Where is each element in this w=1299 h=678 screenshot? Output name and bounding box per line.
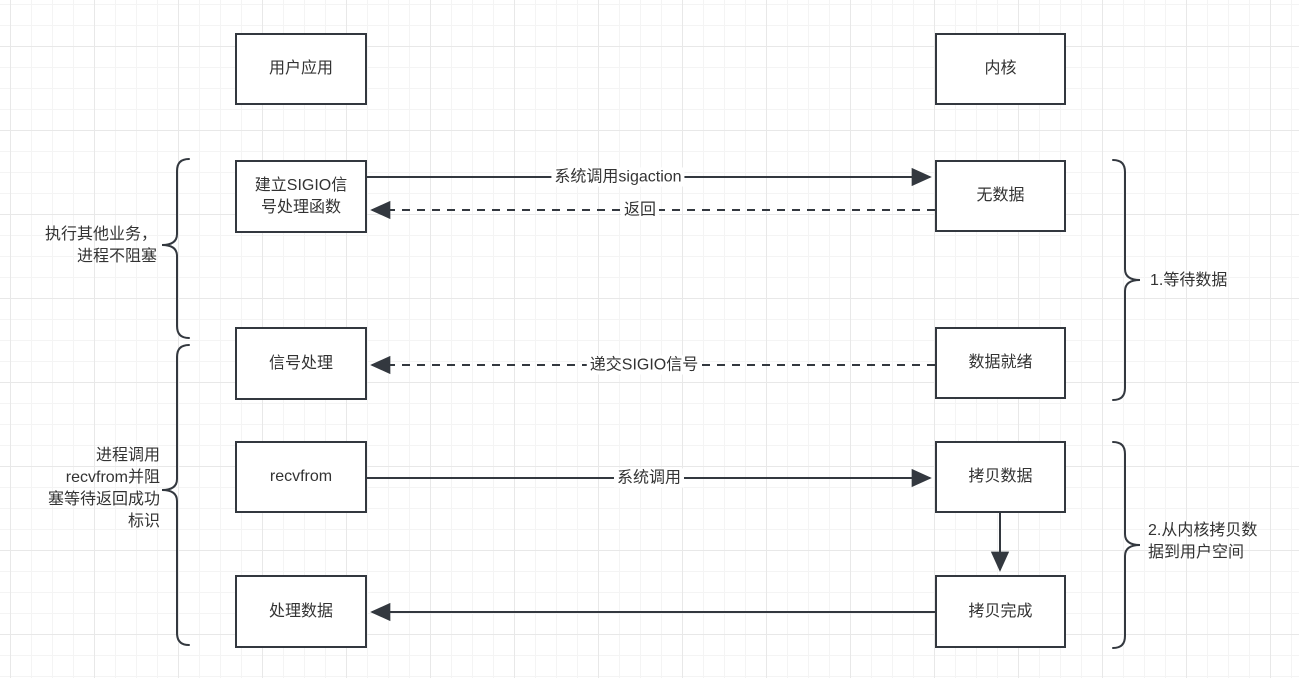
edge-label-return: 返回 <box>620 200 660 220</box>
node-kernel[interactable]: 内核 <box>935 33 1066 105</box>
node-recvfrom[interactable]: recvfrom <box>235 441 367 513</box>
edge-label-deliver-sigio: 递交SIGIO信号 <box>586 355 702 375</box>
brace-right-top <box>1112 159 1141 401</box>
annotation-left-bottom: 进程调用 recvfrom并阻 塞等待返回成功 标识 <box>47 447 160 530</box>
node-copy-data[interactable]: 拷贝数据 <box>935 441 1066 513</box>
annotation-right-top: 1.等待数据 <box>1150 272 1228 289</box>
edge-label-syscall: 系统调用 <box>613 468 685 488</box>
brace-left-top <box>161 158 190 339</box>
node-user-app[interactable]: 用户应用 <box>235 33 367 105</box>
node-no-data[interactable]: 无数据 <box>935 160 1066 232</box>
edge-label-sigaction: 系统调用sigaction <box>551 167 685 187</box>
brace-left-bottom <box>161 344 190 646</box>
node-copy-done[interactable]: 拷贝完成 <box>935 575 1066 648</box>
node-sigio-setup[interactable]: 建立SIGIO信 号处理函数 <box>235 160 367 233</box>
node-data-ready[interactable]: 数据就绪 <box>935 327 1066 399</box>
node-signal-handle[interactable]: 信号处理 <box>235 327 367 400</box>
annotation-right-bottom: 2.从内核拷贝数 据到用户空间 <box>1148 522 1258 561</box>
node-process-data[interactable]: 处理数据 <box>235 575 367 648</box>
annotation-left-top: 执行其他业务， 进程不阻塞 <box>44 226 157 265</box>
brace-right-bottom <box>1112 441 1141 649</box>
